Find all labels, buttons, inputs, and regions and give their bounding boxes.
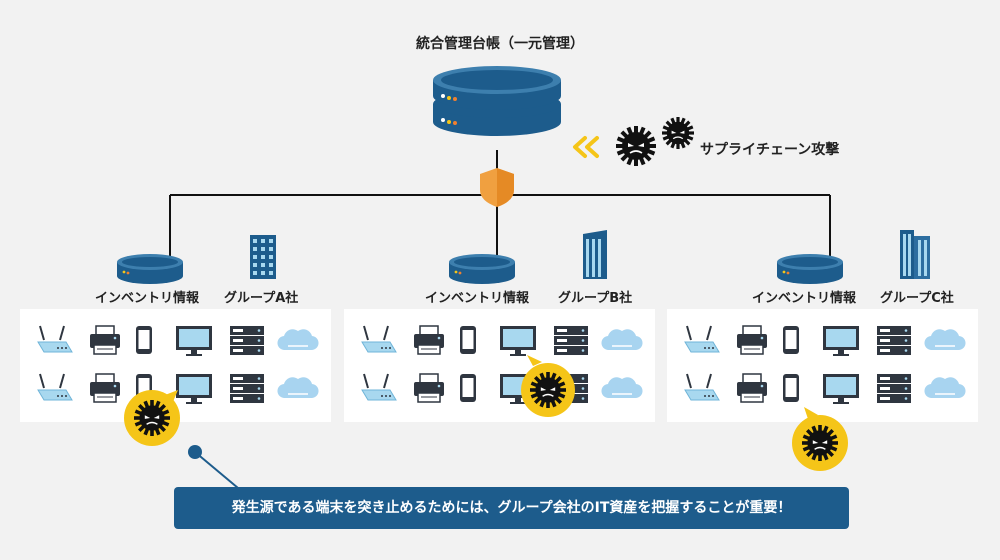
- printer-icon: [736, 373, 768, 403]
- cloud-icon: [600, 328, 644, 351]
- router-icon: [37, 373, 73, 401]
- callout-pointer: [188, 445, 239, 489]
- server-rack-icon: [230, 326, 264, 355]
- cloud-icon: [600, 376, 644, 399]
- cloud-icon: [923, 328, 967, 351]
- monitor-icon: [500, 326, 536, 356]
- monitor-icon: [823, 374, 859, 404]
- device-panel-b: [344, 309, 655, 422]
- attack-label: サプライチェーン攻撃: [700, 142, 840, 158]
- smartphone-icon: [136, 326, 152, 354]
- smartphone-icon: [460, 326, 476, 354]
- printer-icon: [89, 325, 121, 355]
- device-panel-c: [667, 309, 978, 422]
- printer-icon: [89, 373, 121, 403]
- shield-icon: [480, 168, 514, 207]
- building-icon: [900, 230, 930, 279]
- server-rack-icon: [877, 374, 911, 403]
- inventory-label-b: インベントリ情報: [425, 291, 530, 306]
- cloud-icon: [923, 376, 967, 399]
- router-icon: [684, 325, 720, 353]
- smartphone-icon: [783, 326, 799, 354]
- printer-icon: [413, 325, 445, 355]
- router-icon: [684, 373, 720, 401]
- server-rack-icon: [230, 374, 264, 403]
- company-label-a: グループA社: [224, 291, 299, 306]
- database-icon: [433, 66, 561, 136]
- monitor-icon: [823, 326, 859, 356]
- inventory-label-c: インベントリ情報: [752, 291, 857, 306]
- chevron-left-icon: [573, 136, 599, 158]
- diagram-title: 統合管理台帳（一元管理）: [416, 36, 584, 52]
- virus-bubble: [124, 390, 180, 446]
- server-rack-icon: [877, 326, 911, 355]
- smartphone-icon: [783, 374, 799, 402]
- printer-icon: [413, 373, 445, 403]
- monitor-icon: [176, 374, 212, 404]
- router-icon: [361, 325, 397, 353]
- company-label-b: グループB社: [558, 291, 633, 306]
- router-icon: [361, 373, 397, 401]
- cloud-icon: [276, 328, 320, 351]
- server-rack-icon: [554, 326, 588, 355]
- building-icon: [583, 230, 607, 279]
- cloud-icon: [276, 376, 320, 399]
- inventory-label-a: インベントリ情報: [95, 291, 200, 306]
- printer-icon: [736, 325, 768, 355]
- virus-bubble: [521, 355, 575, 417]
- router-icon: [37, 325, 73, 353]
- virus-bubble: [792, 407, 848, 471]
- company-label-c: グループC社: [880, 291, 954, 306]
- monitor-icon: [176, 326, 212, 356]
- smartphone-icon: [460, 374, 476, 402]
- callout-banner: 発生源である端末を突き止めるためには、グループ会社のIT資産を把握することが重要…: [174, 487, 849, 529]
